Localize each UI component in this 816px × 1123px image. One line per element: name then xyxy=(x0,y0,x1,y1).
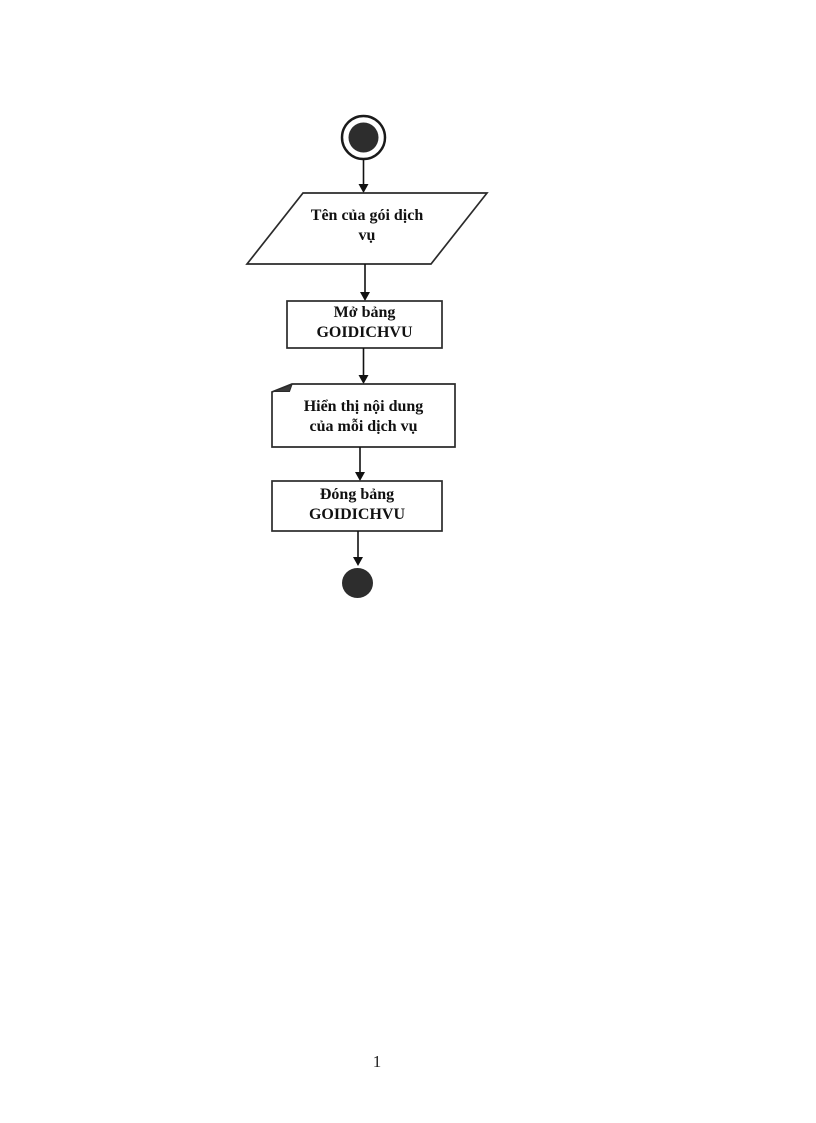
arrowhead-icon-5 xyxy=(353,557,363,566)
label-line: Tên của gói dịch xyxy=(310,207,424,224)
display-note-label: Hiển thị nội dung của mỗi dịch vụ xyxy=(272,397,455,437)
label-line: Mở bảng xyxy=(333,304,396,321)
process-rectangle-open-shape xyxy=(286,300,443,349)
label-line: vụ xyxy=(358,227,376,244)
label-line: Đóng bảng xyxy=(319,486,395,503)
folded-corner-icon xyxy=(272,383,293,392)
start-node-outer-ring xyxy=(340,114,387,161)
page-number: 1 xyxy=(372,1052,382,1071)
label-line: GOIDICHVU xyxy=(316,324,413,341)
label-line: Hiển thị nội dung xyxy=(303,398,424,415)
process-open-label: Mở bảng GOIDICHVU xyxy=(287,303,442,343)
process-close-label: Đóng bảng GOIDICHVU xyxy=(272,485,442,525)
process-rectangle-close-shape xyxy=(271,480,443,532)
start-node-icon xyxy=(348,122,379,153)
arrowhead-icon-3 xyxy=(358,375,369,384)
arrowhead-icon-2 xyxy=(360,292,370,301)
io-parallelogram-shape xyxy=(245,192,489,265)
label-line: GOIDICHVU xyxy=(308,506,405,523)
end-node-icon xyxy=(342,568,373,598)
arrowhead-icon-1 xyxy=(358,184,369,193)
label-line: của mỗi dịch vụ xyxy=(309,418,418,435)
arrowhead-icon-4 xyxy=(355,472,365,481)
io-shape-label: Tên của gói dịch vụ xyxy=(262,206,472,246)
